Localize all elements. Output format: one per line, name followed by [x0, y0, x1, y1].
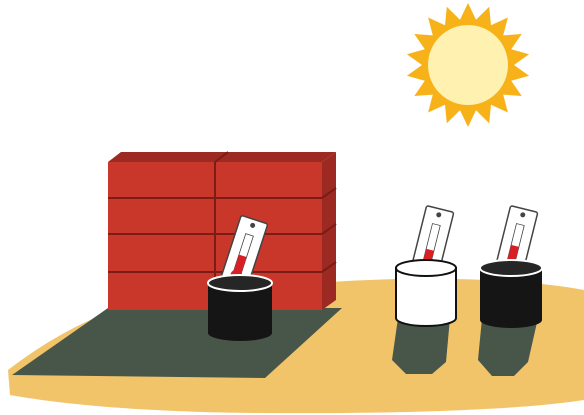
black-can-sun	[480, 206, 542, 328]
white-can-sun	[396, 206, 456, 326]
sun	[407, 3, 529, 127]
